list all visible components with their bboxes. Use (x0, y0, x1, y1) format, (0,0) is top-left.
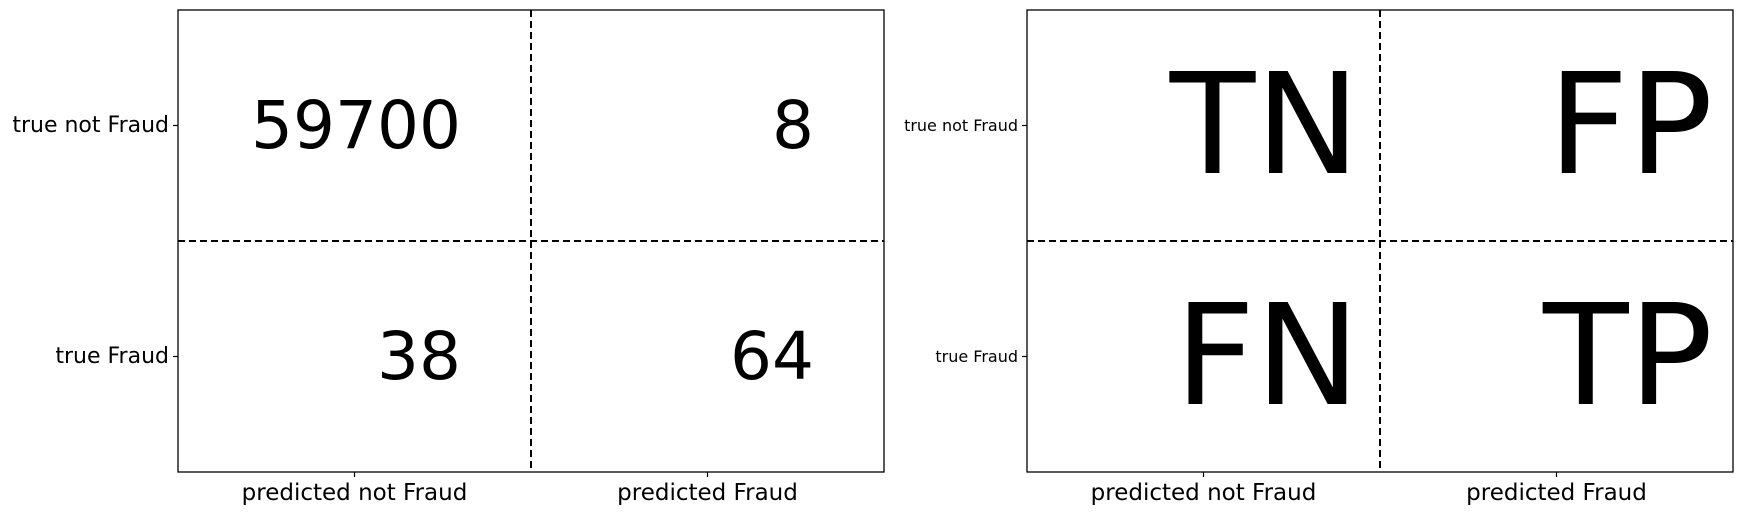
cell-value: FN (1175, 275, 1360, 438)
cell-value: 38 (377, 318, 461, 395)
cell-value: TN (1169, 44, 1360, 207)
column-label: predicted Fraud (1466, 480, 1647, 506)
cell-value: 8 (772, 87, 814, 164)
panel-2: true not Fraud true Fraud predicted not Fr… (904, 9, 1734, 506)
row-label: true Fraud (55, 344, 169, 369)
row-label: true Fraud (935, 347, 1018, 366)
row-label: true not Fraud (904, 116, 1018, 135)
column-label: predicted not Fraud (1091, 480, 1317, 506)
row-label: true not Fraud (12, 113, 169, 138)
cell-value: FP (1548, 44, 1713, 207)
column-label: predicted Fraud (617, 480, 798, 506)
cell-value: 64 (730, 318, 814, 395)
cell-value: 59700 (251, 87, 461, 164)
cell-value: TP (1542, 275, 1713, 438)
column-label: predicted not Fraud (242, 480, 468, 506)
panel-1: true not Fraud true Fraud predicted not Fr… (12, 9, 885, 506)
